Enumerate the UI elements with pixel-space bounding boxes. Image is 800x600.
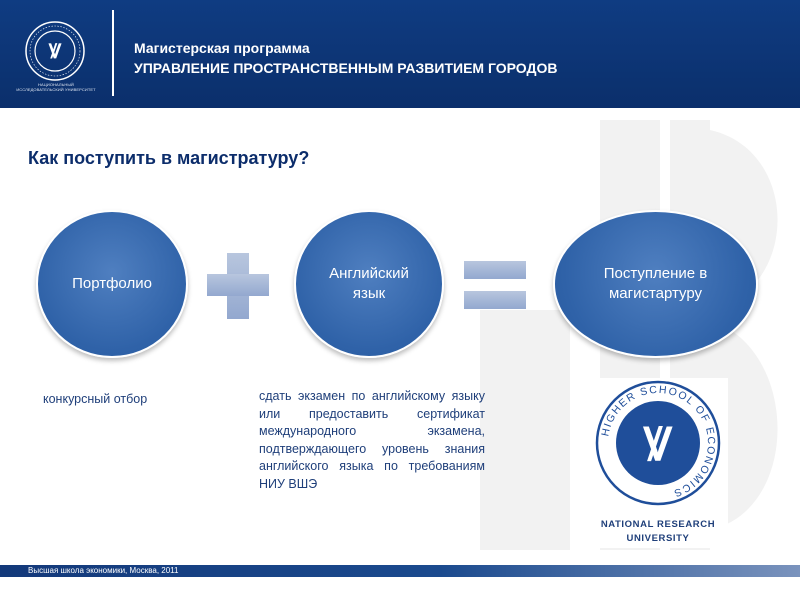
equals-icon <box>464 261 526 279</box>
footer-text: Высшая школа экономики, Москва, 2011 <box>28 566 179 575</box>
page-question: Как поступить в магистратуру? <box>28 148 310 168</box>
step-portfolio: Портфолио <box>36 210 188 358</box>
seal-label-line1: NATIONAL RESEARCH <box>600 519 716 530</box>
step-english: Английский язык <box>294 210 444 358</box>
equals-icon-bar <box>464 291 526 309</box>
footer-bar <box>0 565 800 577</box>
header-banner: Ꝟ НАЦИОНАЛЬНЫЙ ИССЛЕДОВАТЕЛЬСКИЙ УНИВЕРС… <box>0 0 800 108</box>
english-caption: сдать экзамен по английскому языку или п… <box>259 389 485 491</box>
portfolio-caption: конкурсный отбор <box>43 392 148 406</box>
hse-seal-block: HIGHER SCHOOL OF ECONOMICS Ꝟ NATIONAL RE… <box>588 378 728 548</box>
step-admission: Поступление в магистартуру <box>553 210 758 358</box>
hse-seal-icon: HIGHER SCHOOL OF ECONOMICS Ꝟ <box>595 380 721 506</box>
seal-label-line2: UNIVERSITY <box>626 533 690 544</box>
svg-text:Ꝟ: Ꝟ <box>48 39 62 63</box>
program-subtitle: УПРАВЛЕНИЕ ПРОСТРАНСТВЕННЫМ РАЗВИТИЕМ ГО… <box>134 60 558 76</box>
hse-logo-icon: Ꝟ <box>25 21 85 81</box>
step-english-label: Английский язык <box>329 265 409 302</box>
logo-caption: НАЦИОНАЛЬНЫЙ ИССЛЕДОВАТЕЛЬСКИЙ УНИВЕРСИТ… <box>16 82 96 92</box>
svg-text:Ꝟ: Ꝟ <box>642 417 673 471</box>
step-portfolio-label: Портфолио <box>72 275 152 292</box>
plus-icon-bar <box>207 274 269 296</box>
step-admission-label: Поступление в магистартуру <box>603 265 708 302</box>
header-divider <box>112 10 114 96</box>
program-title: Магистерская программа <box>134 40 310 56</box>
